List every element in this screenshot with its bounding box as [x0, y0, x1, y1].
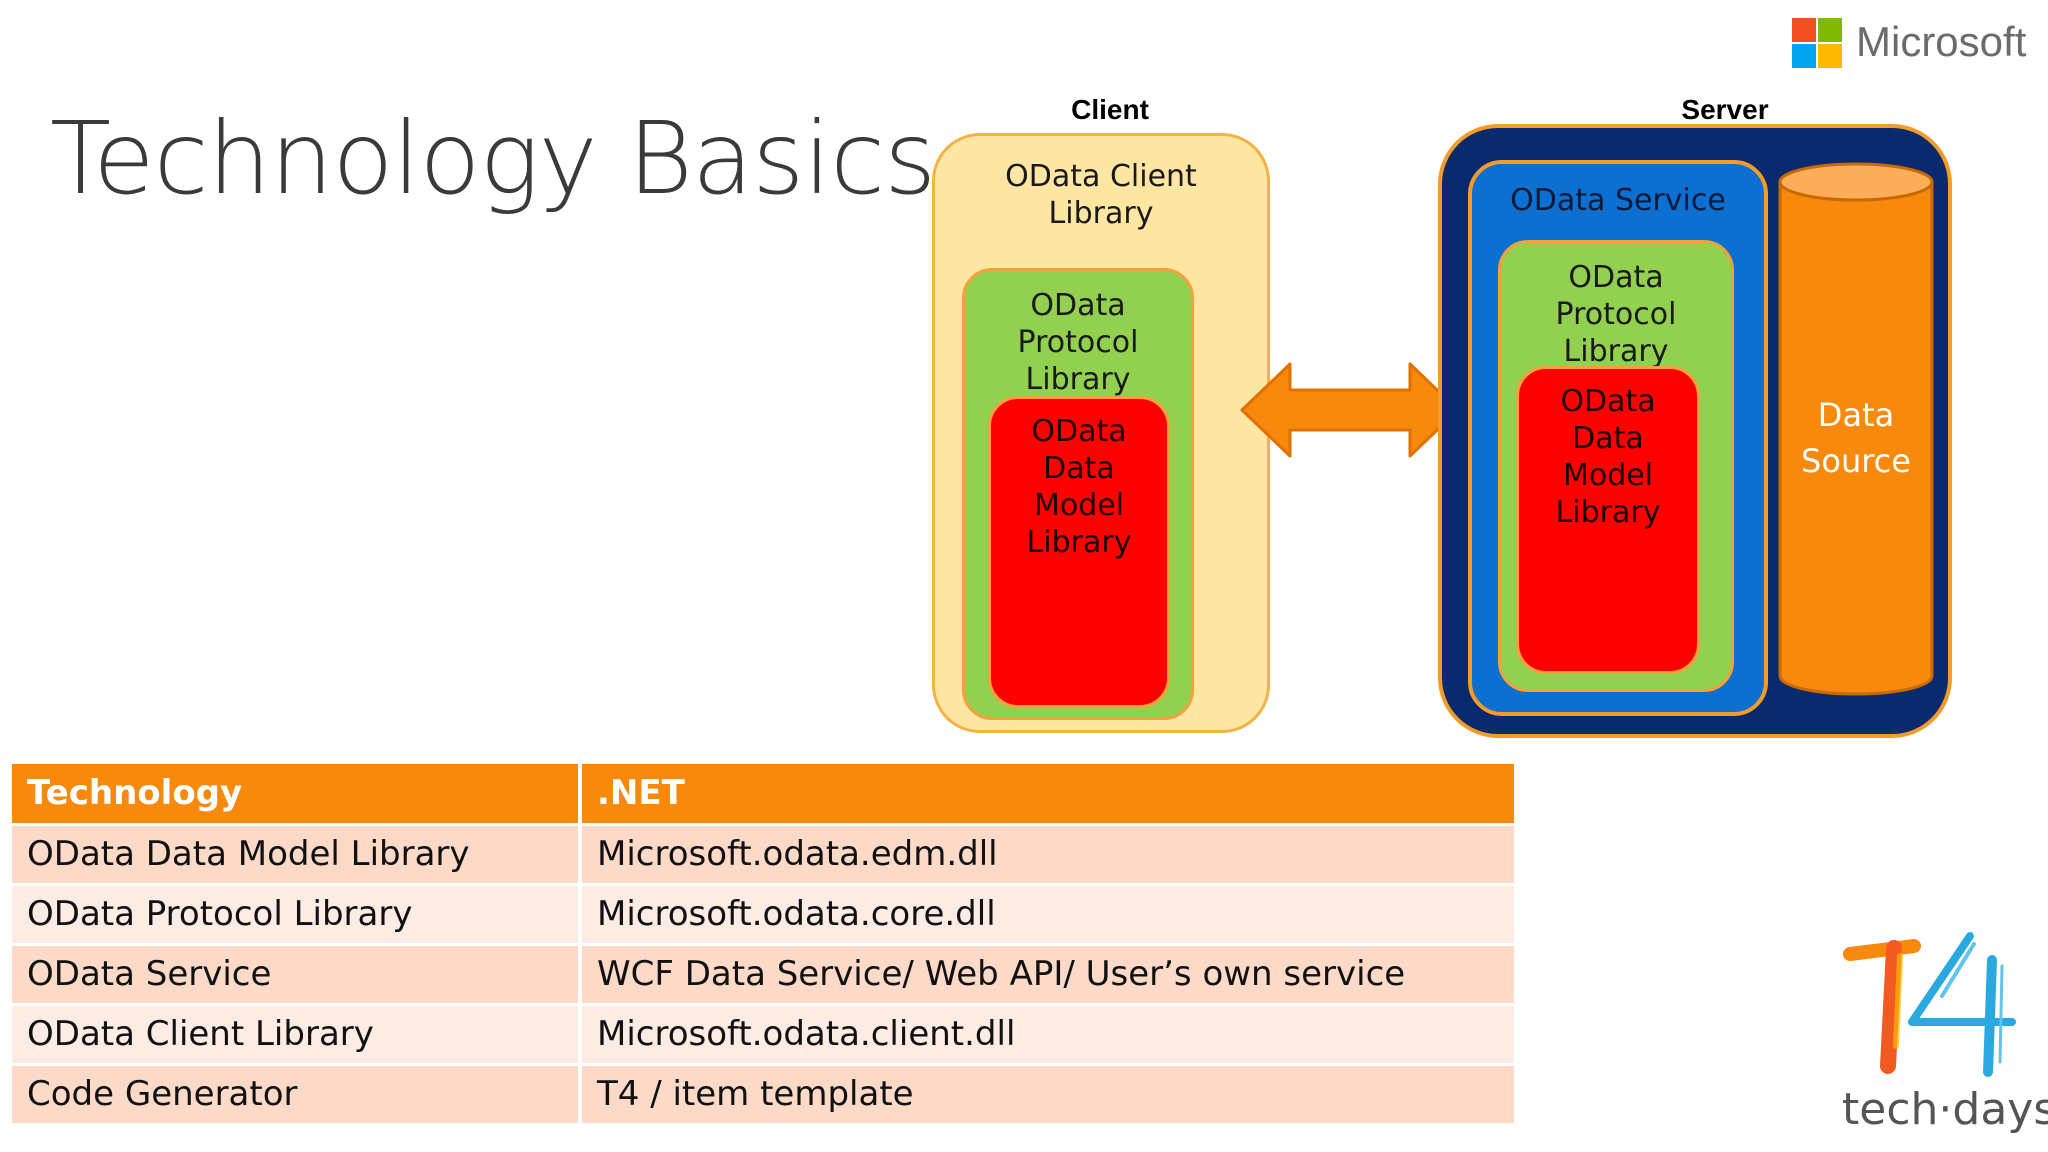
microsoft-logo: Microsoft [1792, 18, 2032, 72]
server-data-model-library-label: OData Data Model Library [1555, 384, 1661, 530]
client-data-model-library-label: OData Data Model Library [1026, 414, 1132, 560]
server-data-model-library-box: OData Data Model Library [1516, 366, 1700, 674]
database-cylinder-icon [1778, 162, 1934, 696]
techdays-logo: tech·days [1842, 926, 2048, 1136]
data-source-label: Data Source [1801, 396, 1911, 480]
table-cell: Microsoft.odata.edm.dll [580, 824, 1518, 886]
client-protocol-library-label: OData Protocol Library [1017, 288, 1139, 397]
microsoft-windows-icon [1792, 18, 1842, 68]
odata-service-label: OData Service [1510, 183, 1726, 218]
table-cell: OData Service [12, 944, 582, 1006]
server-heading: Server [1681, 94, 1769, 125]
techdays-14-mark-icon [1843, 932, 2016, 1077]
column-header-technology: Technology [12, 764, 582, 826]
client-library-label: OData Client Library [1005, 159, 1197, 231]
table-row: OData Client Library Microsoft.odata.cli… [12, 1004, 1518, 1066]
server-protocol-library-label: OData Protocol Library [1555, 260, 1677, 369]
table-row: OData Service WCF Data Service/ Web API/… [12, 944, 1518, 1006]
table-cell: WCF Data Service/ Web API/ User’s own se… [580, 944, 1518, 1006]
client-heading: Client [1071, 94, 1149, 125]
table-cell: Code Generator [12, 1064, 582, 1126]
table-cell: T4 / item template [580, 1064, 1518, 1126]
table-cell: Microsoft.odata.core.dll [580, 884, 1518, 946]
table-cell: OData Client Library [12, 1004, 582, 1066]
table-row: OData Protocol Library Microsoft.odata.c… [12, 884, 1518, 946]
slide-title: Technology Basics [50, 100, 936, 217]
technology-table: Technology .NET OData Data Model Library… [12, 764, 1518, 1126]
table-row: Code Generator T4 / item template [12, 1064, 1518, 1126]
bidirectional-arrow-icon [1240, 362, 1460, 458]
table-header-row: Technology .NET [12, 764, 1518, 826]
client-data-model-library-box: OData Data Model Library [988, 396, 1170, 708]
techdays-wordmark: tech·days [1842, 1084, 2048, 1135]
table-cell: OData Protocol Library [12, 884, 582, 946]
table-cell: Microsoft.odata.client.dll [580, 1004, 1518, 1066]
data-source-cylinder: Data Source [1776, 160, 1936, 700]
microsoft-wordmark: Microsoft [1856, 18, 2027, 65]
column-header-dotnet: .NET [580, 764, 1518, 826]
table-cell: OData Data Model Library [12, 824, 582, 886]
table-row: OData Data Model Library Microsoft.odata… [12, 824, 1518, 886]
